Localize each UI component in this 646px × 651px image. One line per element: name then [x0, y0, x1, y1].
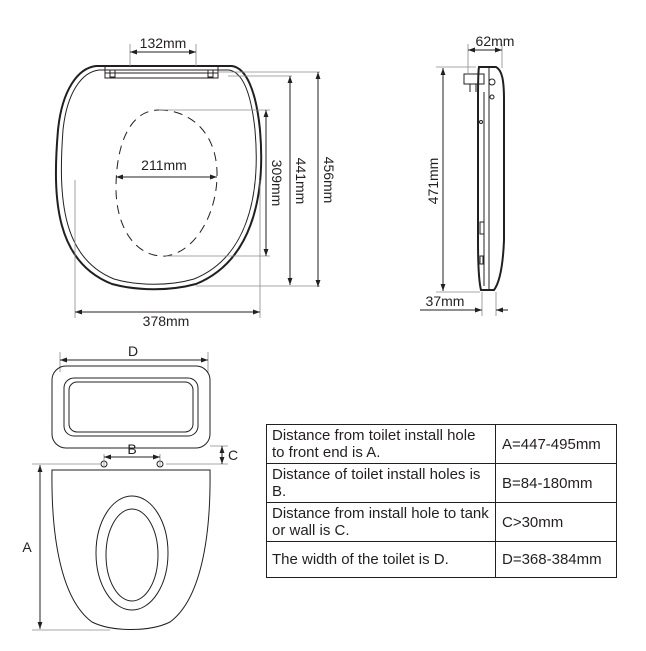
side-depth-label: 62mm: [476, 33, 515, 49]
letter-b: B: [127, 441, 136, 457]
letter-a: A: [22, 539, 32, 555]
inner-width-label: 211mm: [141, 157, 187, 173]
row-value: C>30mm: [495, 502, 617, 542]
table-row: The width of the toilet is D. D=368-384m…: [266, 541, 617, 578]
inner-length-label: 309mm: [269, 160, 285, 207]
table-row: Distance from install hole to tank or wa…: [266, 502, 617, 542]
bowl-opening: [105, 508, 159, 602]
side-length-label: 471mm: [425, 158, 441, 205]
side-profile: [477, 66, 505, 291]
hinge-width-label: 132mm: [140, 35, 187, 51]
spec-table: Distance from toilet install hole to fro…: [266, 424, 617, 578]
row-description: The width of the toilet is D.: [266, 541, 496, 578]
inner-opening: [115, 109, 218, 257]
row-value: D=368-384mm: [495, 541, 617, 578]
seat-outline-inner: [60, 69, 257, 285]
bowl-outline: [51, 469, 211, 630]
row-description: Distance of toilet install holes is B.: [266, 463, 496, 503]
hinge: [104, 65, 219, 79]
row-description: Distance from toilet install hole to fro…: [266, 424, 496, 464]
top-view: 132mm 211mm 309mm 441mm 456mm 378mm: [54, 35, 337, 329]
seat-length-label: 441mm: [293, 158, 309, 205]
overall-length-label: 456mm: [321, 157, 337, 204]
tank: [51, 365, 211, 449]
letter-d: D: [128, 343, 138, 359]
table-row: Distance of toilet install holes is B. B…: [266, 463, 617, 503]
letter-c: C: [228, 447, 238, 463]
row-value: B=84-180mm: [495, 463, 617, 503]
tank-lid: [63, 377, 199, 437]
row-value: A=447-495mm: [495, 424, 617, 464]
overall-width-label: 378mm: [143, 313, 190, 329]
side-base-label: 37mm: [426, 293, 465, 309]
bottom-view: D B C A: [22, 343, 238, 631]
side-view: 62mm 471mm 37mm: [420, 33, 514, 316]
seat-outline: [54, 65, 263, 291]
row-description: Distance from install hole to tank or wa…: [266, 502, 496, 542]
bowl-rim: [95, 495, 169, 611]
table-row: Distance from toilet install hole to fro…: [266, 424, 617, 464]
